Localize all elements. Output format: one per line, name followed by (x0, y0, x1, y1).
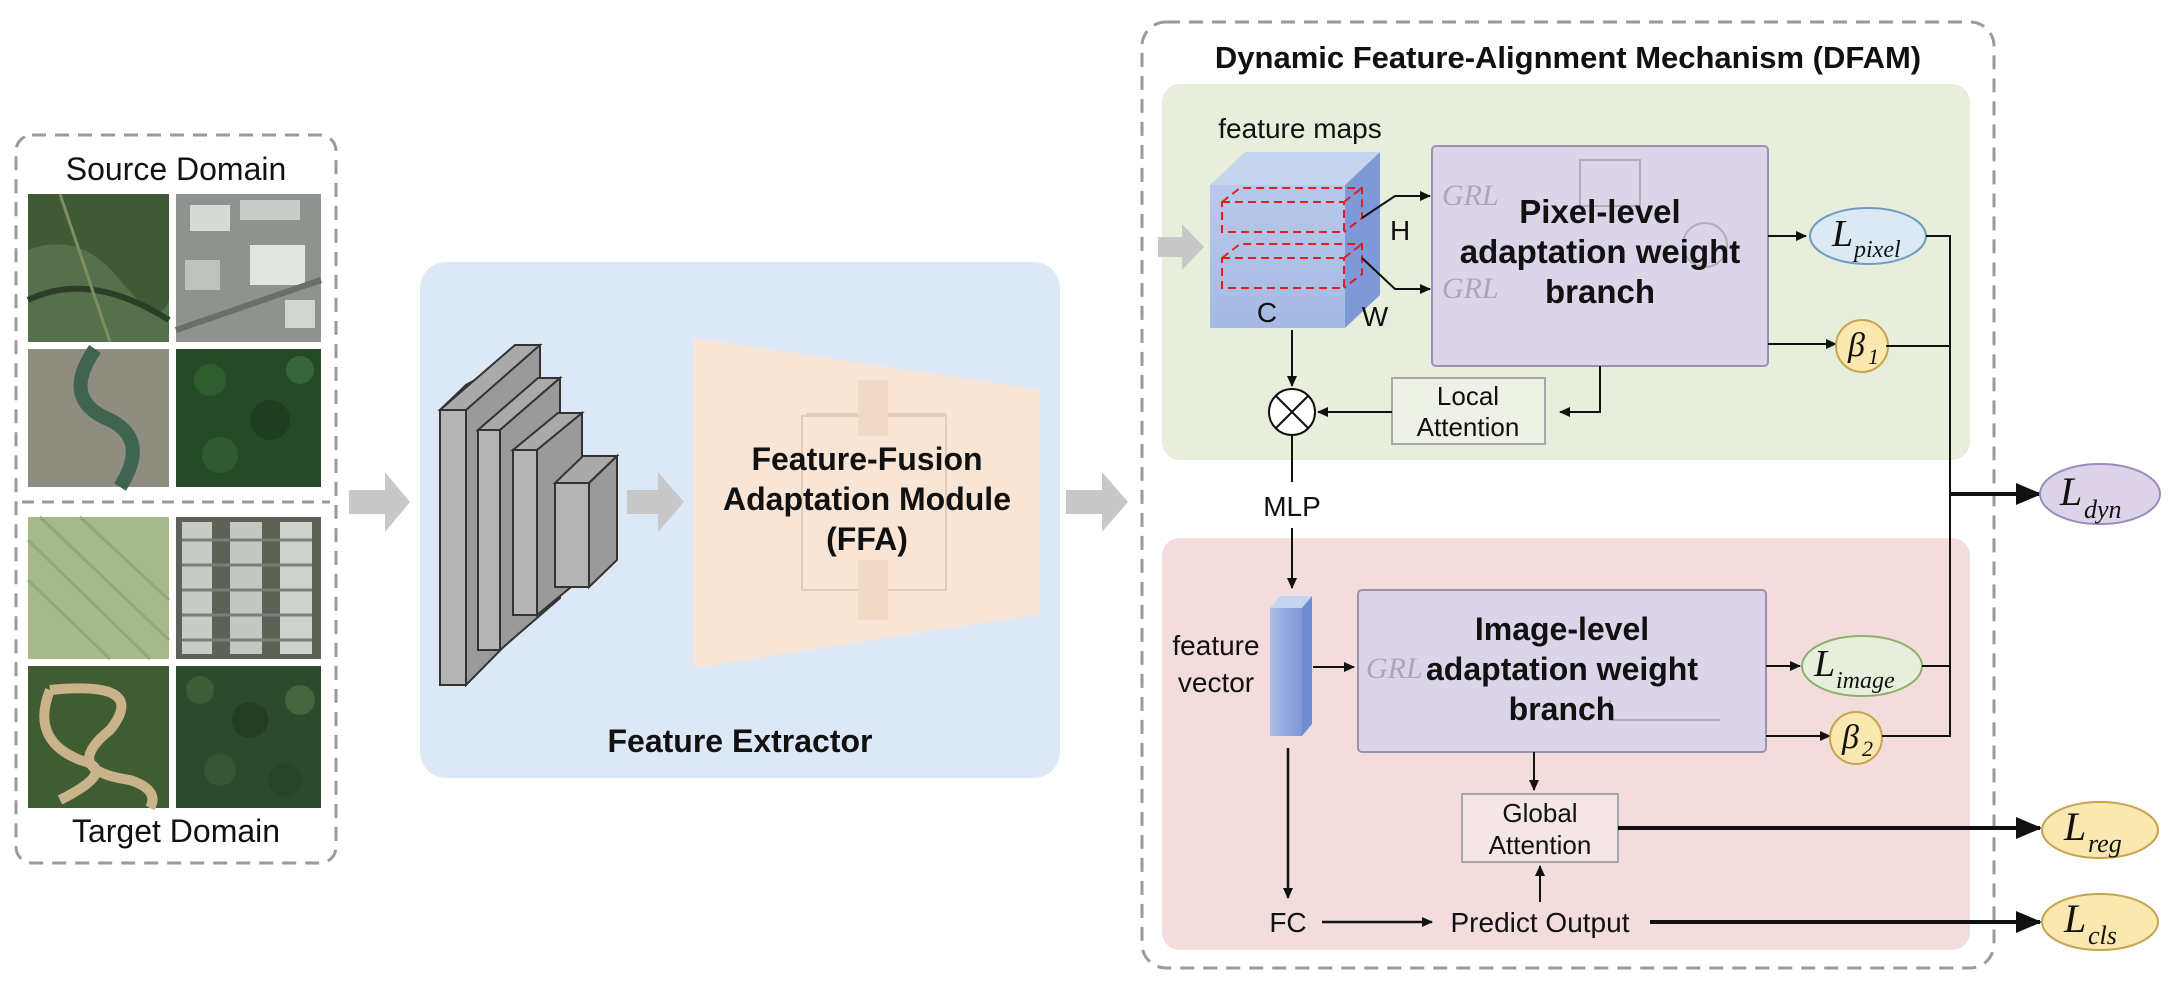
dim-h-label: H (1390, 215, 1410, 246)
grl-ghost-2: GRL (1442, 272, 1499, 305)
loss-cls-main: L (2063, 896, 2086, 941)
cnn-layer-blocks (437, 343, 620, 688)
mlp-label: MLP (1263, 491, 1321, 522)
feature-vector-line1: feature (1172, 630, 1259, 661)
beta2-main: β (1841, 719, 1859, 756)
loss-pixel: L pixel (1809, 207, 1927, 265)
flow-arrow-3 (1066, 472, 1128, 532)
source-domain-title: Source Domain (66, 151, 287, 187)
image-level-branch: GRL Image-level adaptation weight branch (1357, 589, 1767, 753)
flow-arrow-1 (349, 472, 410, 532)
loss-dyn-main: L (2059, 469, 2082, 514)
ffa-title-line2: Adaptation Module (723, 481, 1011, 517)
feature-extractor-title: Feature Extractor (608, 723, 873, 759)
loss-reg-sub: reg (2088, 829, 2122, 858)
ffa-module: Feature-Fusion Adaptation Module (FFA) (694, 338, 1040, 668)
pixel-level-branch: GRL GRL Pixel-level adaptation weight br… (1431, 145, 1769, 367)
beta2-weight: β 2 (1829, 711, 1883, 765)
beta1-weight: β 1 (1835, 319, 1889, 373)
flow-arrow-2 (627, 472, 684, 532)
target-domain-title: Target Domain (72, 813, 280, 849)
target-image-residential (176, 517, 321, 659)
image-branch-line1: Image-level (1475, 611, 1649, 647)
multiply-node (1268, 388, 1316, 436)
image-branch-line3: branch (1509, 691, 1616, 727)
loss-pixel-sub: pixel (1852, 237, 1901, 263)
target-image-meander (28, 666, 169, 811)
loss-image-sub: image (1836, 668, 1895, 694)
loss-pixel-main: L (1831, 213, 1853, 255)
domain-panel: Source Domain Target Domain (14, 133, 338, 865)
local-attention-line1: Local (1437, 381, 1499, 411)
loss-reg: L reg (2041, 801, 2159, 859)
global-attention-line2: Attention (1489, 830, 1592, 860)
local-attention-line2: Attention (1417, 412, 1520, 442)
fc-label: FC (1269, 907, 1306, 938)
feature-vector-line2: vector (1178, 667, 1254, 698)
global-attention-box: Global Attention (1461, 793, 1619, 863)
dfam-panel: Dynamic Feature-Alignment Mechanism (DFA… (1140, 20, 1996, 970)
source-image-industrial (175, 194, 322, 342)
loss-cls: L cls (2041, 893, 2159, 951)
predict-output-label: Predict Output (1451, 907, 1630, 938)
beta1-main: β (1847, 327, 1865, 364)
feature-extractor: Feature-Fusion Adaptation Module (FFA) F… (420, 262, 1060, 778)
dim-c-label: C (1257, 297, 1277, 328)
loss-image-main: L (1813, 643, 1835, 685)
pixel-branch-line3: branch (1545, 273, 1655, 310)
beta2-sub: 2 (1862, 736, 1873, 761)
pixel-branch-line1: Pixel-level (1519, 193, 1680, 230)
ffa-title-line1: Feature-Fusion (751, 441, 982, 477)
dim-w-label: W (1362, 301, 1389, 332)
target-image-field (26, 515, 171, 661)
ffa-title-line3: (FFA) (826, 521, 908, 557)
dfam-title: Dynamic Feature-Alignment Mechanism (DFA… (1215, 40, 1921, 75)
source-image-farmland (26, 193, 171, 343)
target-image-dense-forest (176, 666, 321, 808)
loss-cls-sub: cls (2088, 921, 2117, 950)
source-image-forest (176, 349, 321, 487)
image-branch-line2: adaptation weight (1426, 651, 1698, 687)
loss-reg-main: L (2063, 804, 2086, 849)
grl-ghost-3: GRL (1366, 652, 1423, 685)
feature-vector-bar (1270, 596, 1312, 736)
source-image-river (28, 345, 169, 491)
feature-map-cube (1210, 152, 1380, 328)
beta1-sub: 1 (1868, 344, 1879, 369)
loss-dyn-sub: dyn (2084, 495, 2122, 524)
loss-dyn: L dyn (2039, 463, 2161, 525)
global-attention-line1: Global (1502, 798, 1577, 828)
feature-maps-label: feature maps (1218, 113, 1381, 144)
loss-image: L image (1801, 635, 1923, 697)
grl-ghost-1: GRL (1442, 179, 1499, 212)
local-attention-box: Local Attention (1391, 377, 1546, 445)
pixel-branch-line2: adaptation weight (1460, 233, 1741, 270)
dfam-input-arrow (1158, 224, 1204, 270)
